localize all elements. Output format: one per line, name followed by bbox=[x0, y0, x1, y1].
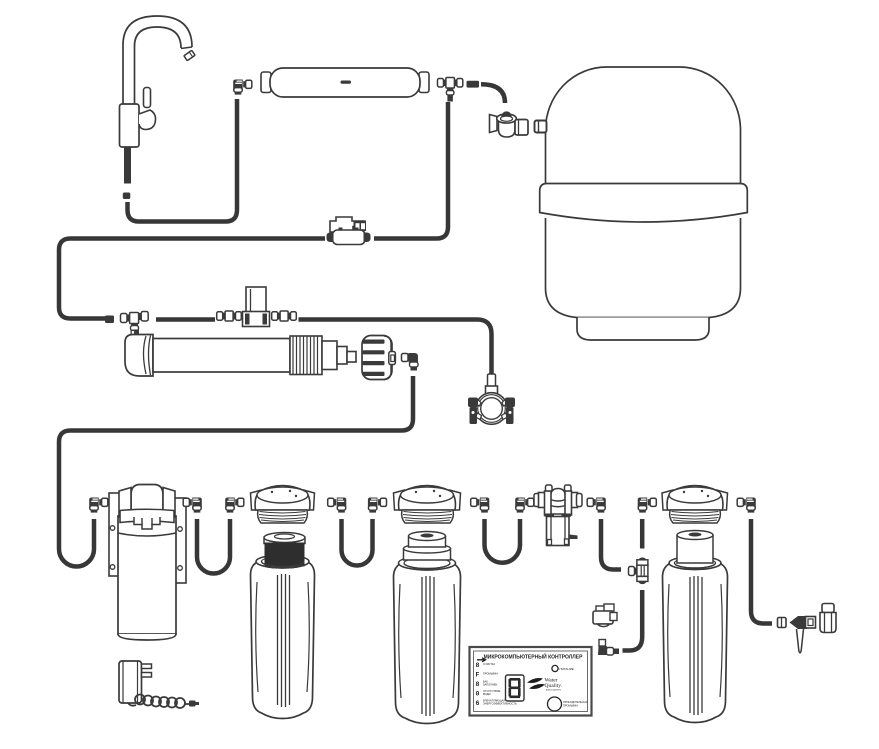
svg-text:ЭНЕРГОЭФФЕКТИВНОСТЬ: ЭНЕРГОЭФФЕКТИВНОСТЬ bbox=[483, 702, 517, 706]
svg-text:МИКРОКОМПЬЮТЕРНЫЙ КОНТРОЛЛЕР: МИКРОКОМПЬЮТЕРНЫЙ КОНТРОЛЛЕР bbox=[484, 653, 583, 661]
svg-text:8: 8 bbox=[476, 681, 480, 688]
svg-text:F: F bbox=[476, 672, 480, 679]
svg-text:ОТСУТСТВИЕ: ОТСУТСТВИЕ bbox=[483, 689, 501, 693]
svg-text:0: 0 bbox=[476, 691, 480, 698]
svg-text:ПИТАНИЕ: ПИТАНИЕ bbox=[560, 667, 574, 671]
svg-text:ЗАПОЛНЕН: ЗАПОЛНЕН bbox=[483, 683, 497, 687]
svg-text:8: 8 bbox=[476, 662, 480, 669]
svg-text:Quality.: Quality. bbox=[545, 683, 563, 689]
svg-text:ОЧИСТКА: ОЧИСТКА bbox=[483, 662, 495, 666]
svg-text:6: 6 bbox=[476, 700, 480, 707]
svg-text:ВОДЫ: ВОДЫ bbox=[483, 692, 491, 696]
svg-text:ВПЕЧАТЛЯЮЩАЯ: ВПЕЧАТЛЯЮЩАЯ bbox=[483, 699, 505, 703]
svg-text:ПРОМЫВКА: ПРОМЫВКА bbox=[563, 704, 578, 708]
svg-text:ПРОМЫВКА: ПРОМЫВКА bbox=[483, 672, 498, 676]
svg-text:ПРИНУДИТЕЛЬНАЯ: ПРИНУДИТЕЛЬНАЯ bbox=[563, 700, 588, 704]
svg-text:ASSOCIATION: ASSOCIATION bbox=[546, 689, 561, 692]
svg-text:Water: Water bbox=[545, 678, 558, 684]
svg-text:БАК: БАК bbox=[483, 680, 488, 684]
